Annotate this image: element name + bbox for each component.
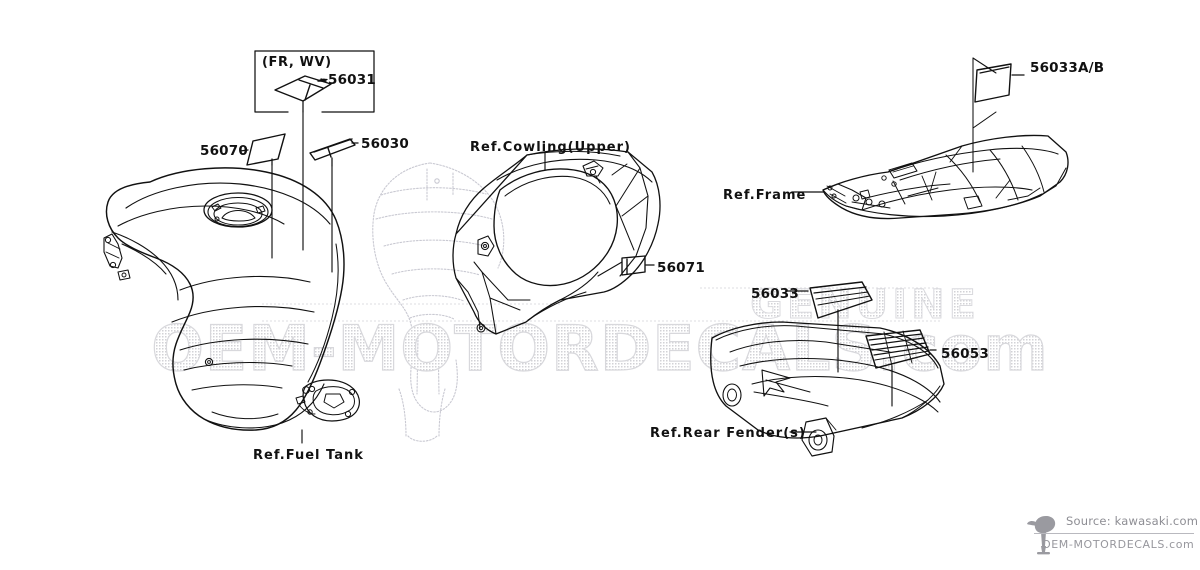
decal-56033 [809,281,873,319]
frame-illustration [822,134,1069,220]
part-label-56053: 56053 [941,346,989,362]
ref-label-frame: Ref.Frame [723,188,807,203]
part-label-56071: 56071 [657,260,705,276]
decal-56070 [246,133,286,166]
decal-56053 [865,329,931,369]
footer-attribution: Source: kawasaki.com OEM-MOTORDECALS.com [1018,512,1198,564]
cowling-bracket-left [477,235,495,257]
part-label-56070: 56070 [200,143,248,159]
part-label-56033: 56033 [751,286,799,302]
decal-56030 [309,138,356,161]
callout-box-fr-wv [254,50,375,113]
decal-56033ab [974,63,1012,103]
cowling-bracket-right [582,160,604,184]
part-label-56033ab: 56033A/B [1030,60,1105,76]
decal-56031 [274,75,332,102]
cowling-upper-illustration [452,148,661,335]
fender-front-grommet [722,383,742,407]
fuel-tank-illustration [103,167,360,431]
footer-divider [1034,533,1194,534]
toucan-logo-icon [1027,516,1056,555]
footer-source-text: Source: kawasaki.com [1066,514,1199,528]
tank-front-mount [103,233,131,281]
svg-text:OEM-MOTORDECALS.com: OEM-MOTORDECALS.com [151,312,1049,385]
ref-label-cowling-upper: Ref.Cowling(Upper) [470,140,631,155]
fender-lower-tab [801,417,837,457]
rear-fender-illustration [710,321,945,457]
part-label-56030: 56030 [361,136,409,152]
decal-56071 [621,255,646,276]
fuel-filler-cap [203,192,273,228]
tank-rear-fitting [295,379,360,422]
ref-label-fuel-tank: Ref.Fuel Tank [253,448,364,463]
ref-label-rear-fender: Ref.Rear Fender(s) [650,426,806,441]
part-label-56031: 56031 [328,72,376,88]
footer-brand-text: OEM-MOTORDECALS.com [1042,538,1195,551]
callout-note-fr-wv: (FR, WV) [262,55,332,70]
